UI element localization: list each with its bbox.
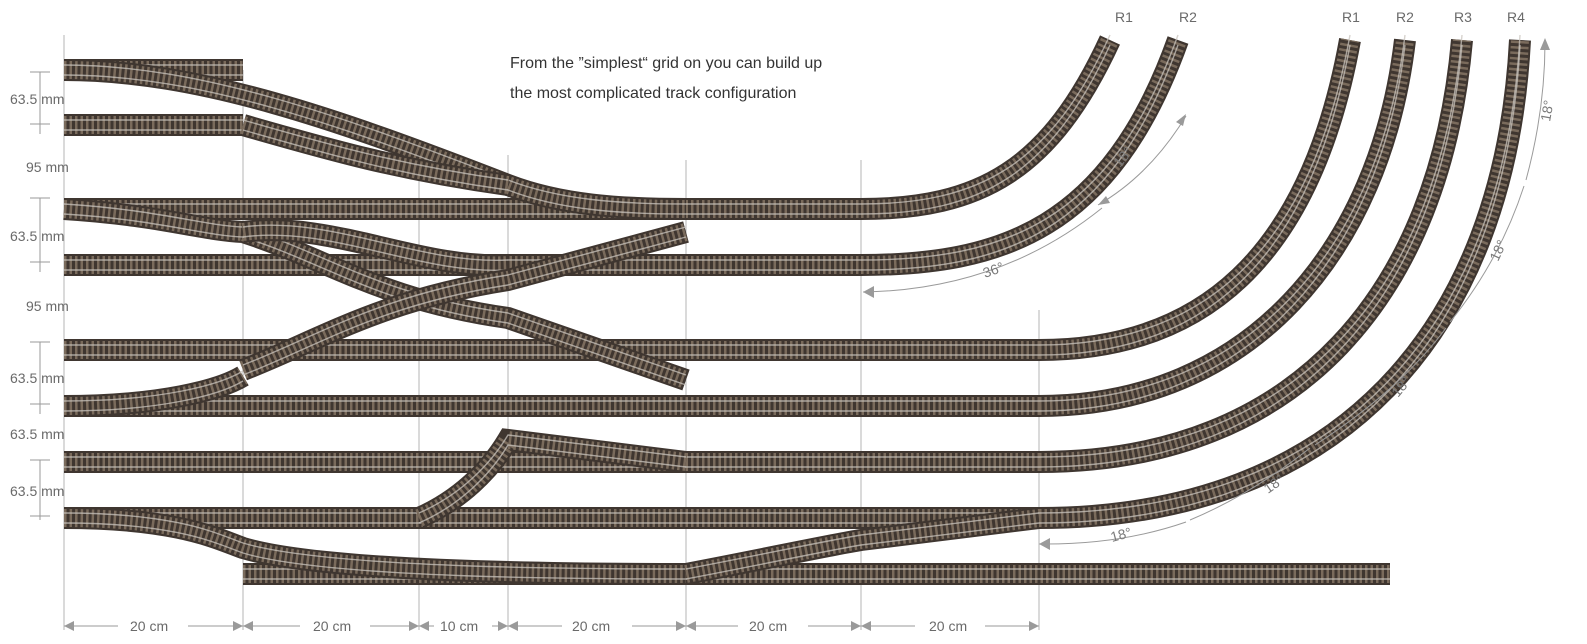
hspacing-label-2: 20 cm [313,618,351,634]
spacing-label-2: 95 mm [26,159,69,175]
track-curve-r1-right-rail-2 [1038,44,1351,356]
track-cross-a-rail-2 [242,234,509,272]
hspacing-label-5: 20 cm [749,618,787,634]
track-turnout-right-rail-2 [685,522,1040,580]
track-curve-r2-left-rail-2 [860,44,1179,271]
track-turnout-right-rail-1 [685,512,1040,570]
angle-label-right-1: 18° [1537,99,1556,123]
caption-line-1: From the ”simplest“ grid on you can buil… [510,55,822,72]
radius-label-left-r1: R1 [1115,9,1133,25]
radius-label-right-r4: R4 [1507,9,1525,25]
track-curve-r2-right-rail-1 [1038,34,1406,402]
angle-arcs [862,38,1550,550]
radius-label-right-r3: R3 [1454,9,1472,25]
track-curve-r2-left-rail-1 [860,34,1179,261]
track-turnout-left-4-rail-2 [63,380,244,412]
track-turnout-left-4-rail-1 [63,370,244,402]
track-curve-r1-left-sleepers [860,36,1119,218]
spacing-label-5: 63.5 mm [10,370,64,386]
track-curve-r1-right [1038,38,1361,361]
spacing-label-6: 63.5 mm [10,426,64,442]
track-curve-r2-left-sleepers [860,36,1187,274]
track-curve-r3-right-rail-2 [1038,44,1463,468]
spacing-label-7: 63.5 mm [10,483,64,499]
radius-label-right-r1: R1 [1342,9,1360,25]
radius-label-left-r2: R2 [1179,9,1197,25]
hspacing-label-1: 20 cm [130,618,168,634]
track-curve-top-rail-1 [63,64,687,205]
track-turnout-top-sleepers [240,116,510,194]
angle-label-left-36: 36° [981,259,1006,281]
track-curve-r1-left-rail-1 [860,34,1111,205]
track-curve-r2-right-rail-2 [1038,44,1406,412]
track-turnout-top-rail-2 [242,129,509,191]
track-curve-r4-right-rail-2 [1038,44,1521,524]
track-turnout-bottom-rail-2 [63,522,687,580]
track-curve-r3-right-sleepers [1038,39,1471,471]
angle-label-right-5: 18° [1109,524,1134,545]
track-curve-r1-left-rail-2 [860,44,1111,215]
spacing-label-3: 63.5 mm [10,228,64,244]
spacing-label-1: 63.5 mm [10,91,64,107]
spacing-label-4: 95 mm [26,298,69,314]
caption-line-2: the most complicated track configuration [510,85,796,102]
hspacing-label-4: 20 cm [572,618,610,634]
track-curve-r3-right-rail-1 [1038,34,1463,458]
track-turnout-mid-sleepers [415,430,688,527]
track-cross-a-rail-1 [242,224,509,262]
track-curve-r4-right-rail-1 [1038,34,1521,514]
horizontal-dimension-line [64,621,1039,631]
track-turnout-left-4-sleepers [63,368,248,415]
track-turnout-mid-rail-2 [418,444,687,524]
track-turnout-top-rail-1 [242,119,509,181]
hspacing-label-3: 10 cm [440,618,478,634]
track-curve-r4-right-sleepers [1038,39,1529,527]
track-curve-r1-right-rail-1 [1038,34,1351,346]
hspacing-label-6: 20 cm [929,618,967,634]
track-diagonal-2-rail-1 [242,226,687,366]
vertical-dimension-markers [30,71,50,520]
track-curve-top-sleepers [63,61,687,218]
radius-label-right-r2: R2 [1396,9,1414,25]
track-turnout-mid-rail-1 [418,434,687,514]
track-turnout-bottom-rail-1 [63,512,687,570]
track-cross-a-sleepers [241,221,509,275]
tracks-group [63,34,1531,585]
track-diagonal-2-rail-2 [242,236,687,376]
track-diagonal-2-sleepers [239,223,689,379]
track-turnout-bottom-sleepers [63,509,687,583]
track-turnout-right-sleepers [684,509,1041,583]
track-curve-r2-right-sleepers [1038,38,1414,415]
